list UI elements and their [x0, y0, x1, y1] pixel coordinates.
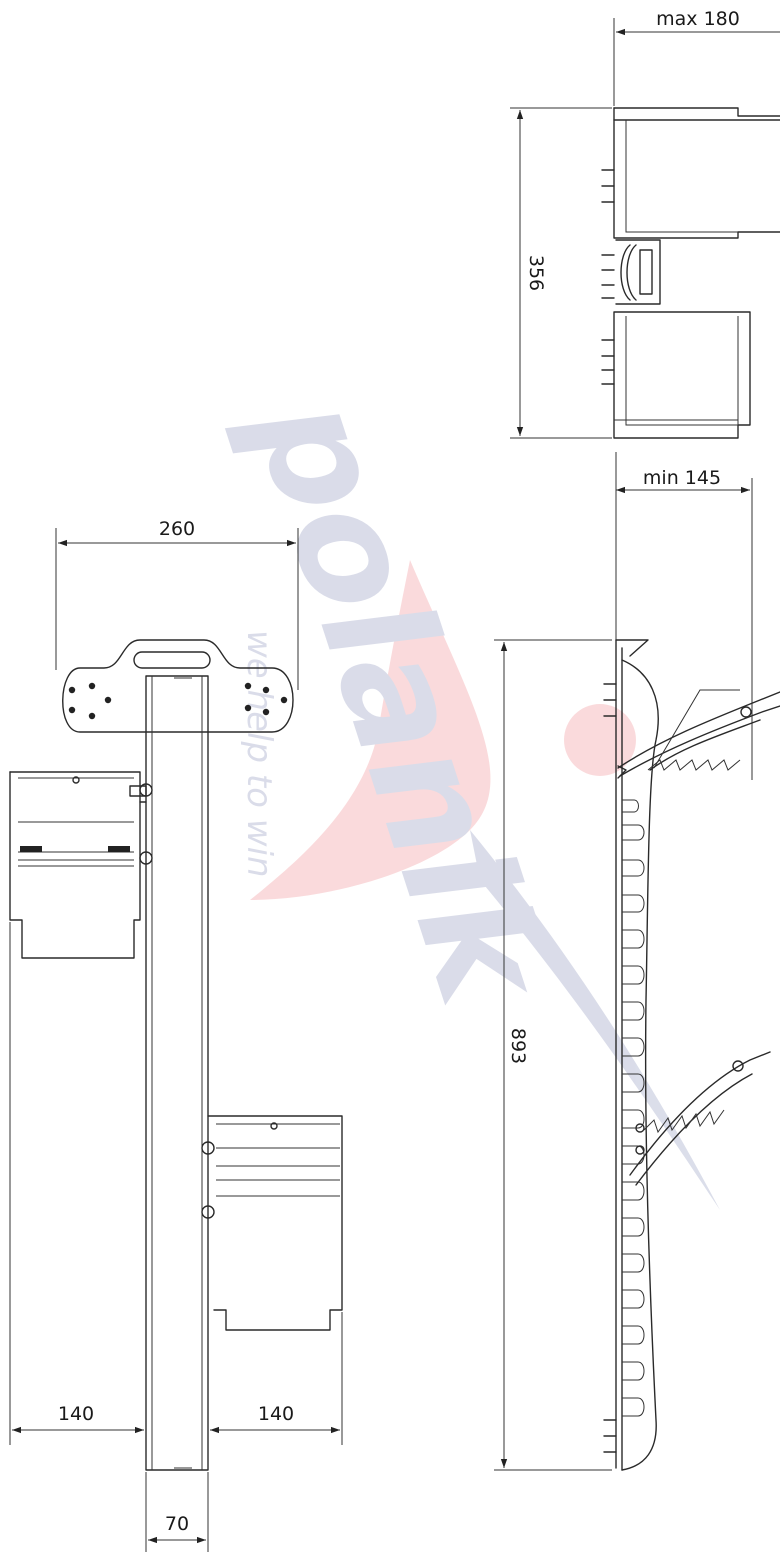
left-block: [9, 771, 153, 959]
watermark-tagline: we help to win: [239, 630, 279, 878]
front-view: [9, 639, 343, 1471]
side-view: [603, 639, 780, 1471]
watermark-swoosh-red: [250, 560, 491, 900]
upper-pedal: [617, 689, 780, 779]
dimension-right-offset: 140: [210, 1312, 343, 1445]
dim-label-handle-width: 260: [159, 518, 195, 540]
dimension-beam-width: 70: [145, 1472, 209, 1552]
dimension-left-offset: 140: [9, 922, 144, 1445]
dimension-side-length: 893: [494, 639, 612, 1471]
lower-pedal: [629, 1051, 771, 1186]
plate-holes: [68, 682, 288, 720]
dim-label-top-width: max 180: [656, 8, 740, 30]
dimension-top-height: 356: [510, 107, 612, 439]
dim-label-side-length: 893: [507, 1028, 529, 1064]
hinge: [615, 239, 661, 305]
handle-plate: [62, 639, 294, 733]
central-beam: [145, 675, 209, 1471]
right-block: [201, 1115, 343, 1331]
watermark-dot: [564, 704, 636, 776]
dim-label-top-height: 356: [525, 255, 547, 291]
pins-lower: [601, 339, 615, 385]
dim-label-right-offset: 140: [258, 1403, 294, 1425]
dimension-handle-width: 260: [55, 518, 299, 690]
rail-teeth: [622, 799, 645, 1417]
pins-upper: [601, 169, 615, 299]
dimension-side-width: min 145: [615, 452, 753, 780]
dim-label-side-width: min 145: [643, 467, 721, 489]
dim-label-left-offset: 140: [58, 1403, 94, 1425]
top-view: [601, 107, 780, 439]
dimension-top-width: max 180: [613, 8, 780, 106]
dim-label-beam-width: 70: [165, 1513, 189, 1535]
watermark-swoosh-blue: [470, 830, 720, 1210]
